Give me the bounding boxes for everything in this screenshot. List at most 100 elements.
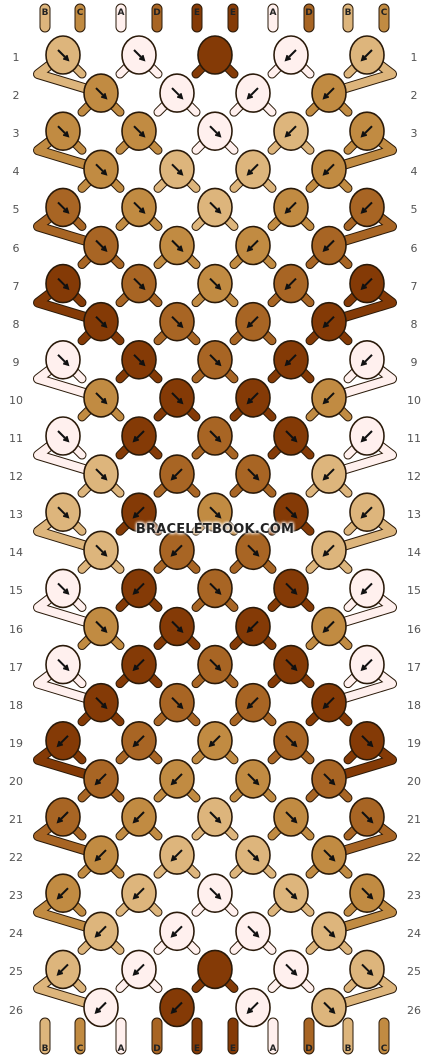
knot-arrow-icon — [361, 277, 373, 290]
knots — [45, 35, 385, 1028]
knot-arrow-icon — [360, 207, 368, 214]
knot-arrow-icon — [290, 969, 298, 976]
row-number-left: 9 — [12, 355, 20, 369]
knot-arrow-icon — [247, 925, 259, 938]
knot-arrow-icon — [62, 435, 70, 443]
knot-arrow-icon — [138, 283, 146, 291]
knot-arrow-icon — [176, 702, 184, 710]
knot-arrow-icon — [57, 963, 69, 976]
knot — [121, 644, 157, 685]
row-number-right: 16 — [407, 622, 421, 636]
knot-arrow-icon — [323, 1001, 335, 1014]
knot — [45, 187, 81, 228]
knot-arrow-icon — [94, 778, 102, 786]
knot-arrow-icon — [361, 125, 373, 137]
knot-arrow-icon — [361, 506, 373, 518]
knot — [349, 873, 385, 914]
knot — [273, 339, 309, 380]
knot — [121, 263, 157, 304]
bottom-strand-tail — [227, 1017, 239, 1055]
knot-arrow-icon — [246, 93, 254, 100]
knot-arrow-icon — [361, 658, 373, 671]
bottom-strand-tail — [267, 1017, 279, 1055]
knot-arrow-icon — [360, 588, 368, 595]
row-number-right: 26 — [407, 1003, 421, 1017]
watermark-text: BRACELETBOOK.COM — [135, 522, 295, 537]
row-number-left: 6 — [12, 241, 20, 255]
row-number-left: 18 — [9, 698, 23, 712]
row-number-right: 6 — [410, 241, 418, 255]
row-number-right: 7 — [410, 279, 418, 293]
row-number-left: 4 — [12, 165, 20, 179]
knot-arrow-icon — [56, 740, 64, 748]
knot — [83, 454, 119, 494]
top-strand-tail — [191, 3, 203, 33]
knot-arrow-icon — [328, 1007, 336, 1014]
knot — [349, 949, 385, 990]
knot — [311, 378, 347, 418]
knot — [159, 835, 195, 875]
knot — [349, 720, 385, 761]
knot-arrow-icon — [285, 354, 297, 366]
knot-arrow-icon — [100, 93, 108, 100]
knot-arrow-icon — [361, 963, 373, 976]
knot — [83, 682, 119, 723]
knot-arrow-icon — [366, 816, 374, 824]
knot — [311, 911, 347, 952]
row-number-right: 9 — [410, 355, 418, 369]
knot-arrow-icon — [209, 125, 221, 137]
knot-arrow-icon — [95, 849, 107, 861]
knot-arrow-icon — [285, 125, 297, 137]
knot — [83, 835, 119, 875]
knot — [159, 225, 195, 266]
knot-arrow-icon — [209, 506, 221, 518]
knot-arrow-icon — [209, 354, 221, 366]
bottom-strand-tail — [151, 1017, 163, 1055]
knot-arrow-icon — [323, 773, 335, 785]
knot-arrow-icon — [133, 887, 145, 899]
bottom-strand-label: E — [230, 1044, 236, 1054]
row-number-right: 5 — [410, 203, 418, 217]
row-number-right: 4 — [410, 165, 418, 179]
knot-arrow-icon — [361, 735, 373, 747]
top-strand-tail — [115, 3, 127, 33]
knot — [83, 149, 119, 190]
knot — [121, 720, 157, 761]
knot-arrow-icon — [247, 468, 259, 480]
knot-arrow-icon — [171, 315, 183, 328]
knot-arrow-icon — [171, 239, 183, 252]
knot-arrow-icon — [133, 658, 145, 671]
knot — [273, 644, 309, 685]
knot-arrow-icon — [285, 582, 297, 595]
knot-arrow-icon — [246, 702, 254, 710]
knot-arrow-icon — [133, 963, 145, 976]
knot-arrow-icon — [94, 931, 102, 938]
knot-arrow-icon — [246, 169, 254, 176]
knot — [159, 149, 195, 190]
knot-arrow-icon — [209, 887, 221, 899]
knot — [349, 339, 385, 380]
knot-arrow-icon — [132, 969, 140, 976]
knot-arrow-icon — [95, 315, 107, 328]
knot-arrow-icon — [247, 696, 259, 709]
top-strand-label: E — [230, 8, 236, 18]
knot-arrow-icon — [323, 925, 335, 938]
row-number-left: 1 — [12, 51, 20, 64]
knot-arrow-icon — [366, 893, 374, 900]
knot — [83, 73, 119, 113]
knot — [349, 568, 385, 609]
knot-arrow-icon — [247, 315, 259, 328]
knot — [197, 873, 233, 914]
knot-arrow-icon — [100, 474, 108, 481]
knot — [159, 606, 195, 647]
knot-arrow-icon — [285, 735, 297, 747]
knot-arrow-icon — [285, 811, 297, 823]
row-number-right: 2 — [410, 89, 418, 103]
knot — [349, 187, 385, 228]
knot — [83, 759, 119, 799]
knot — [273, 720, 309, 761]
knot — [273, 949, 309, 990]
row-number-right: 10 — [407, 393, 421, 407]
knot — [159, 73, 195, 113]
